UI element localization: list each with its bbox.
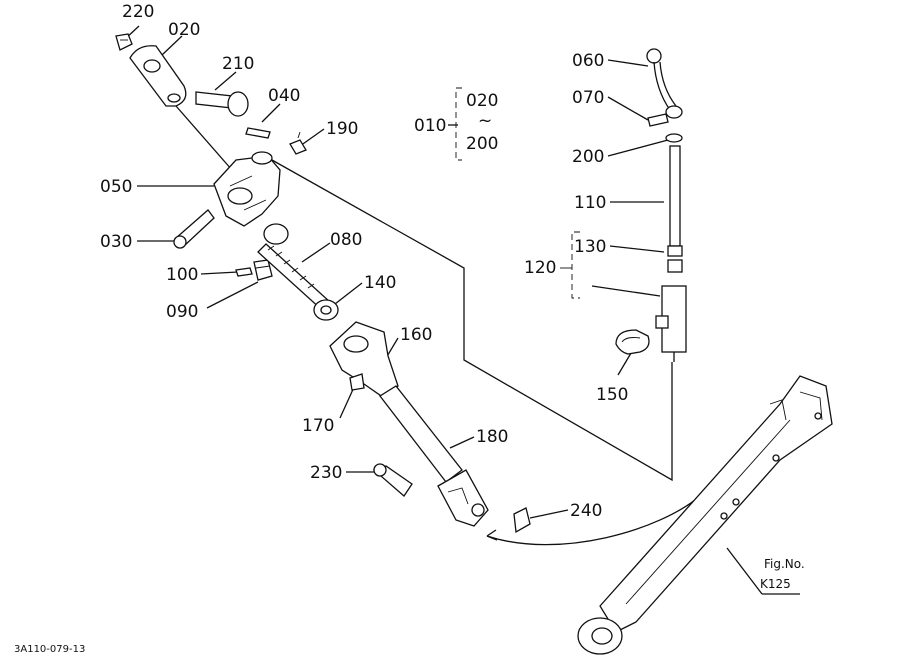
label-070: 070 <box>572 88 604 108</box>
fig-no-label: Fig.No. <box>764 557 805 571</box>
collar-130 <box>667 245 683 273</box>
clip-220 <box>115 33 133 51</box>
label-120: 120 <box>524 258 556 278</box>
label-240: 240 <box>570 501 602 521</box>
label-020: 020 <box>168 20 200 40</box>
label-230: 230 <box>310 463 342 483</box>
label-160: 160 <box>400 325 432 345</box>
clip-150 <box>615 329 650 355</box>
group-tilde: ~ <box>478 111 492 131</box>
assembly-lines <box>271 159 701 546</box>
lower-link-k125 <box>577 375 833 655</box>
label-100: 100 <box>166 265 198 285</box>
pin-040 <box>245 127 271 139</box>
nut-140 <box>313 299 339 321</box>
pin-210 <box>195 91 249 117</box>
fig-code-label: K125 <box>760 577 791 591</box>
label-140: 140 <box>364 273 396 293</box>
figure-reference: Fig.No. K125 <box>760 557 805 591</box>
label-190: 190 <box>326 119 358 139</box>
label-180: 180 <box>476 427 508 447</box>
top-link-end-020 <box>129 45 187 107</box>
pin-100 <box>235 267 253 277</box>
tube-160 <box>329 321 399 399</box>
label-210: 210 <box>222 54 254 74</box>
washer-200 <box>665 133 683 143</box>
pin-230 <box>372 463 413 497</box>
label-050: 050 <box>100 177 132 197</box>
rod-180 <box>379 385 489 527</box>
label-200: 200 <box>572 147 604 167</box>
rod-110 <box>669 145 681 247</box>
pin-070 <box>647 105 683 127</box>
pin-030 <box>173 209 215 249</box>
lever-060 <box>646 48 677 111</box>
label-080: 080 <box>330 230 362 250</box>
label-220: 220 <box>122 2 154 22</box>
fitting-190 <box>289 131 307 155</box>
group-from-label: 020 <box>466 91 498 111</box>
label-030: 030 <box>100 232 132 252</box>
label-090: 090 <box>166 302 198 322</box>
fitting-170 <box>349 373 365 391</box>
group-to-label: 200 <box>466 134 498 154</box>
label-060: 060 <box>572 51 604 71</box>
group-bracket-010: 010 020 ~ 200 <box>414 87 498 161</box>
label-040: 040 <box>268 86 300 106</box>
housing-050 <box>213 151 281 227</box>
label-170: 170 <box>302 416 334 436</box>
drawing-id: 3A110-079-13 <box>14 644 85 655</box>
part-labels: 220 020 210 040 190 050 030 100 090 080 … <box>100 2 628 521</box>
screw-080 <box>257 223 331 311</box>
label-110: 110 <box>574 193 606 213</box>
clip-240 <box>513 507 531 534</box>
sleeve-120 <box>655 285 687 362</box>
group-main-label: 010 <box>414 116 446 136</box>
link-line-020-050 <box>175 105 233 171</box>
label-150: 150 <box>596 385 628 405</box>
nut-090 <box>253 259 273 281</box>
label-130: 130 <box>574 237 606 257</box>
